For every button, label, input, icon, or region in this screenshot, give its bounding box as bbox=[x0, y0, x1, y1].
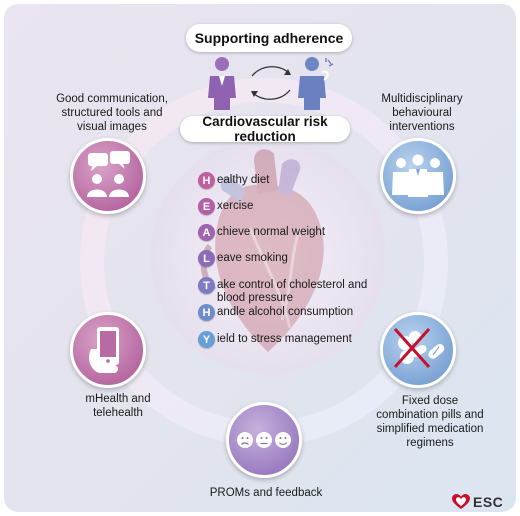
fixed-dose-label: Fixed dose combination pills and simplif… bbox=[376, 395, 484, 449]
item-text: ake control of cholesterol and blood pre… bbox=[217, 279, 368, 304]
mhealth-label: mHealth and telehealth bbox=[85, 393, 151, 419]
communication-node bbox=[70, 138, 146, 214]
healthy-item-exercise: E xercise bbox=[198, 198, 377, 215]
communication-label: Good communication, structured tools and… bbox=[56, 93, 168, 133]
item-text: chieve normal weight bbox=[217, 226, 326, 238]
letter-badge: A bbox=[198, 224, 215, 241]
crossed-out-pills-icon bbox=[393, 327, 445, 369]
multidisciplinary-node bbox=[380, 138, 456, 214]
doctor-patient-exchange bbox=[208, 57, 334, 110]
neutral-face-icon bbox=[256, 432, 272, 448]
letter-badge: H bbox=[198, 172, 215, 189]
healthy-item-diet: H ealthy diet bbox=[198, 172, 377, 189]
happy-face-icon bbox=[275, 432, 291, 448]
feedback-faces-icon bbox=[237, 432, 291, 448]
letter-badge: Y bbox=[198, 331, 215, 348]
healthcare-team-icon bbox=[392, 154, 444, 197]
healthy-item-smoking: L eave smoking bbox=[198, 250, 377, 267]
diagram-frame: Supporting adherence Cardiovascular risk… bbox=[4, 4, 516, 512]
risk-reduction-title: Cardiovascular risk reduction bbox=[180, 114, 350, 144]
proms-node bbox=[226, 402, 302, 478]
item-text: ealthy diet bbox=[217, 174, 270, 186]
healthy-item-cholesterol: T ake control of cholesterol and blood p… bbox=[198, 277, 377, 305]
letter-badge: L bbox=[198, 250, 215, 267]
fixed-dose-node bbox=[380, 312, 456, 388]
healthy-item-alcohol: H andle alcohol consumption bbox=[198, 304, 377, 321]
heart-logo-icon bbox=[452, 494, 470, 509]
healthy-item-stress: Y ield to stress management bbox=[198, 331, 377, 348]
esc-logo: ESC bbox=[452, 494, 503, 510]
letter-badge: H bbox=[198, 304, 215, 321]
supporting-adherence-title: Supporting adherence bbox=[186, 24, 352, 52]
inner-disc bbox=[150, 138, 386, 374]
letter-badge: E bbox=[198, 198, 215, 215]
doctor-icon bbox=[208, 57, 236, 110]
item-text: andle alcohol consumption bbox=[217, 306, 354, 318]
letter-badge: T bbox=[198, 277, 215, 294]
heart-illustration bbox=[200, 149, 324, 352]
esc-logo-text: ESC bbox=[473, 494, 504, 510]
item-text: xercise bbox=[217, 200, 254, 212]
proms-label: PROMs and feedback bbox=[209, 487, 323, 499]
hand-holding-phone-icon bbox=[89, 327, 119, 373]
item-text: ield to stress management bbox=[217, 333, 352, 345]
circular-arrows-icon bbox=[251, 66, 291, 100]
healthy-item-weight: A chieve normal weight bbox=[198, 224, 377, 241]
patient-icon bbox=[298, 57, 334, 110]
item-text: eave smoking bbox=[217, 252, 288, 264]
mhealth-node bbox=[70, 312, 146, 388]
multidisciplinary-label: Multidisciplinary behavioural interventi… bbox=[381, 93, 463, 133]
sad-face-icon bbox=[237, 432, 253, 448]
speech-bubbles-people-icon bbox=[87, 151, 130, 197]
